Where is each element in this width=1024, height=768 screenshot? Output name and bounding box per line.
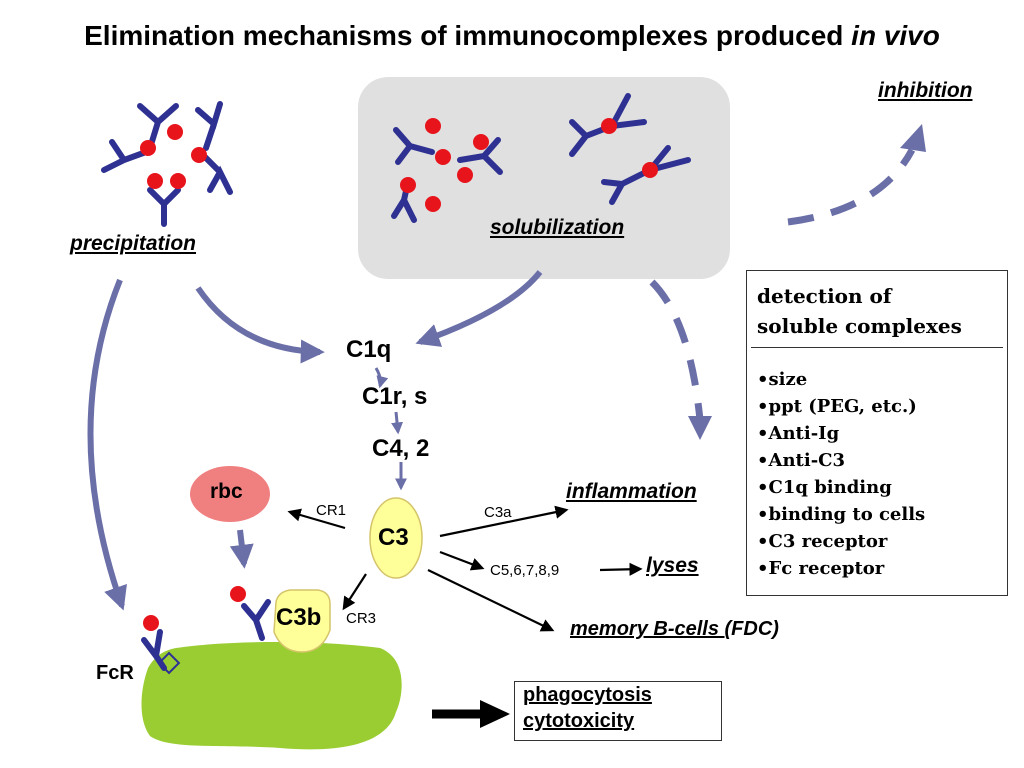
cr3-label: CR3: [346, 610, 377, 627]
detection-heading: detection of soluble complexes: [757, 284, 962, 338]
arrow-to-inhibition: [787, 148, 916, 226]
list-item: •C3 receptor: [757, 531, 888, 552]
cr1-label: CR1: [316, 502, 347, 519]
c3b-node: [273, 589, 331, 653]
arrow-to-inflammation: [439, 505, 569, 538]
outcome-cytotoxicity: cytotoxicity: [523, 710, 635, 732]
arrow-to-cr1: [287, 508, 346, 530]
inflammation-label: inflammation: [566, 480, 697, 503]
arrow-to-c5-9: [439, 550, 485, 571]
arrow-to-detection: [649, 279, 704, 421]
c1rs-label: C1r, s: [362, 383, 428, 410]
arrow-to-cr3: [342, 573, 367, 611]
fcr-receptor: [157, 651, 181, 675]
outcome-phagocytosis: phagocytosis: [523, 684, 652, 706]
soluble-complexes: [391, 93, 691, 223]
list-item: •size: [757, 369, 808, 390]
soluble-antigens: [400, 118, 658, 212]
c1q-label: C1q: [346, 336, 392, 363]
c42-label: C4, 2: [372, 435, 430, 462]
detection-list: •size •ppt (PEG, etc.) •Anti-Ig •Anti-C3…: [747, 348, 1007, 582]
fcr-antigen: [143, 615, 159, 631]
detection-arrowhead: [688, 416, 712, 440]
precipitation-complex: [101, 101, 233, 227]
rbc-label: rbc: [210, 480, 243, 503]
list-item: •binding to cells: [757, 504, 926, 525]
lyses-label: lyses: [646, 554, 699, 577]
black-thick-arrowhead: [480, 700, 510, 728]
arrow-precipitation-to-c1q: [195, 286, 325, 364]
detection-divider: [751, 347, 1003, 348]
c3a-label: C3a: [484, 504, 512, 521]
arrow-solubilization-to-c1q: [415, 270, 543, 347]
c5-9-label: C5,6,7,8,9: [490, 562, 560, 579]
precipitation-antigens: [140, 124, 207, 189]
rbc-cell: [190, 466, 270, 522]
fcr-label: FcR: [96, 662, 134, 684]
c3-label: C3: [378, 524, 409, 551]
c3b-label: C3b: [276, 604, 322, 631]
arrow-to-memory: [427, 569, 555, 632]
precipitation-label: precipitation: [70, 232, 197, 255]
inhibition-arrowhead: [900, 124, 926, 152]
inhibition-label: inhibition: [878, 79, 973, 102]
page-title: Elimination mechanisms of immunocomplexe…: [84, 20, 940, 51]
list-item: •ppt (PEG, etc.): [757, 396, 917, 417]
solubilization-panel: [358, 77, 730, 279]
dashed-arrows: [649, 148, 916, 421]
arrow-to-lyses: [599, 562, 643, 576]
arrow-precipitation-to-fcr: [87, 278, 127, 611]
list-item: •C1q binding: [757, 477, 892, 498]
list-item: •Fc receptor: [757, 558, 885, 579]
arrow-rbc-down: [229, 529, 254, 569]
c3-node: [369, 497, 423, 579]
black-arrows: [287, 505, 643, 632]
cascade-arrows: [374, 367, 407, 491]
c3b-antigen: [230, 586, 246, 602]
memory-label: memory B-cells (FDC): [570, 618, 779, 640]
detection-box: detection of soluble complexes •size •pp…: [746, 270, 1008, 596]
list-item: •Anti-C3: [757, 450, 846, 471]
target-cell: [141, 642, 402, 750]
solubilization-label: solubilization: [490, 216, 625, 239]
c3b-antibody: [241, 599, 271, 641]
list-item: •Anti-Ig: [757, 423, 840, 444]
outcome-box: phagocytosis cytotoxicity: [514, 681, 722, 741]
blue-arrows: [87, 270, 543, 611]
